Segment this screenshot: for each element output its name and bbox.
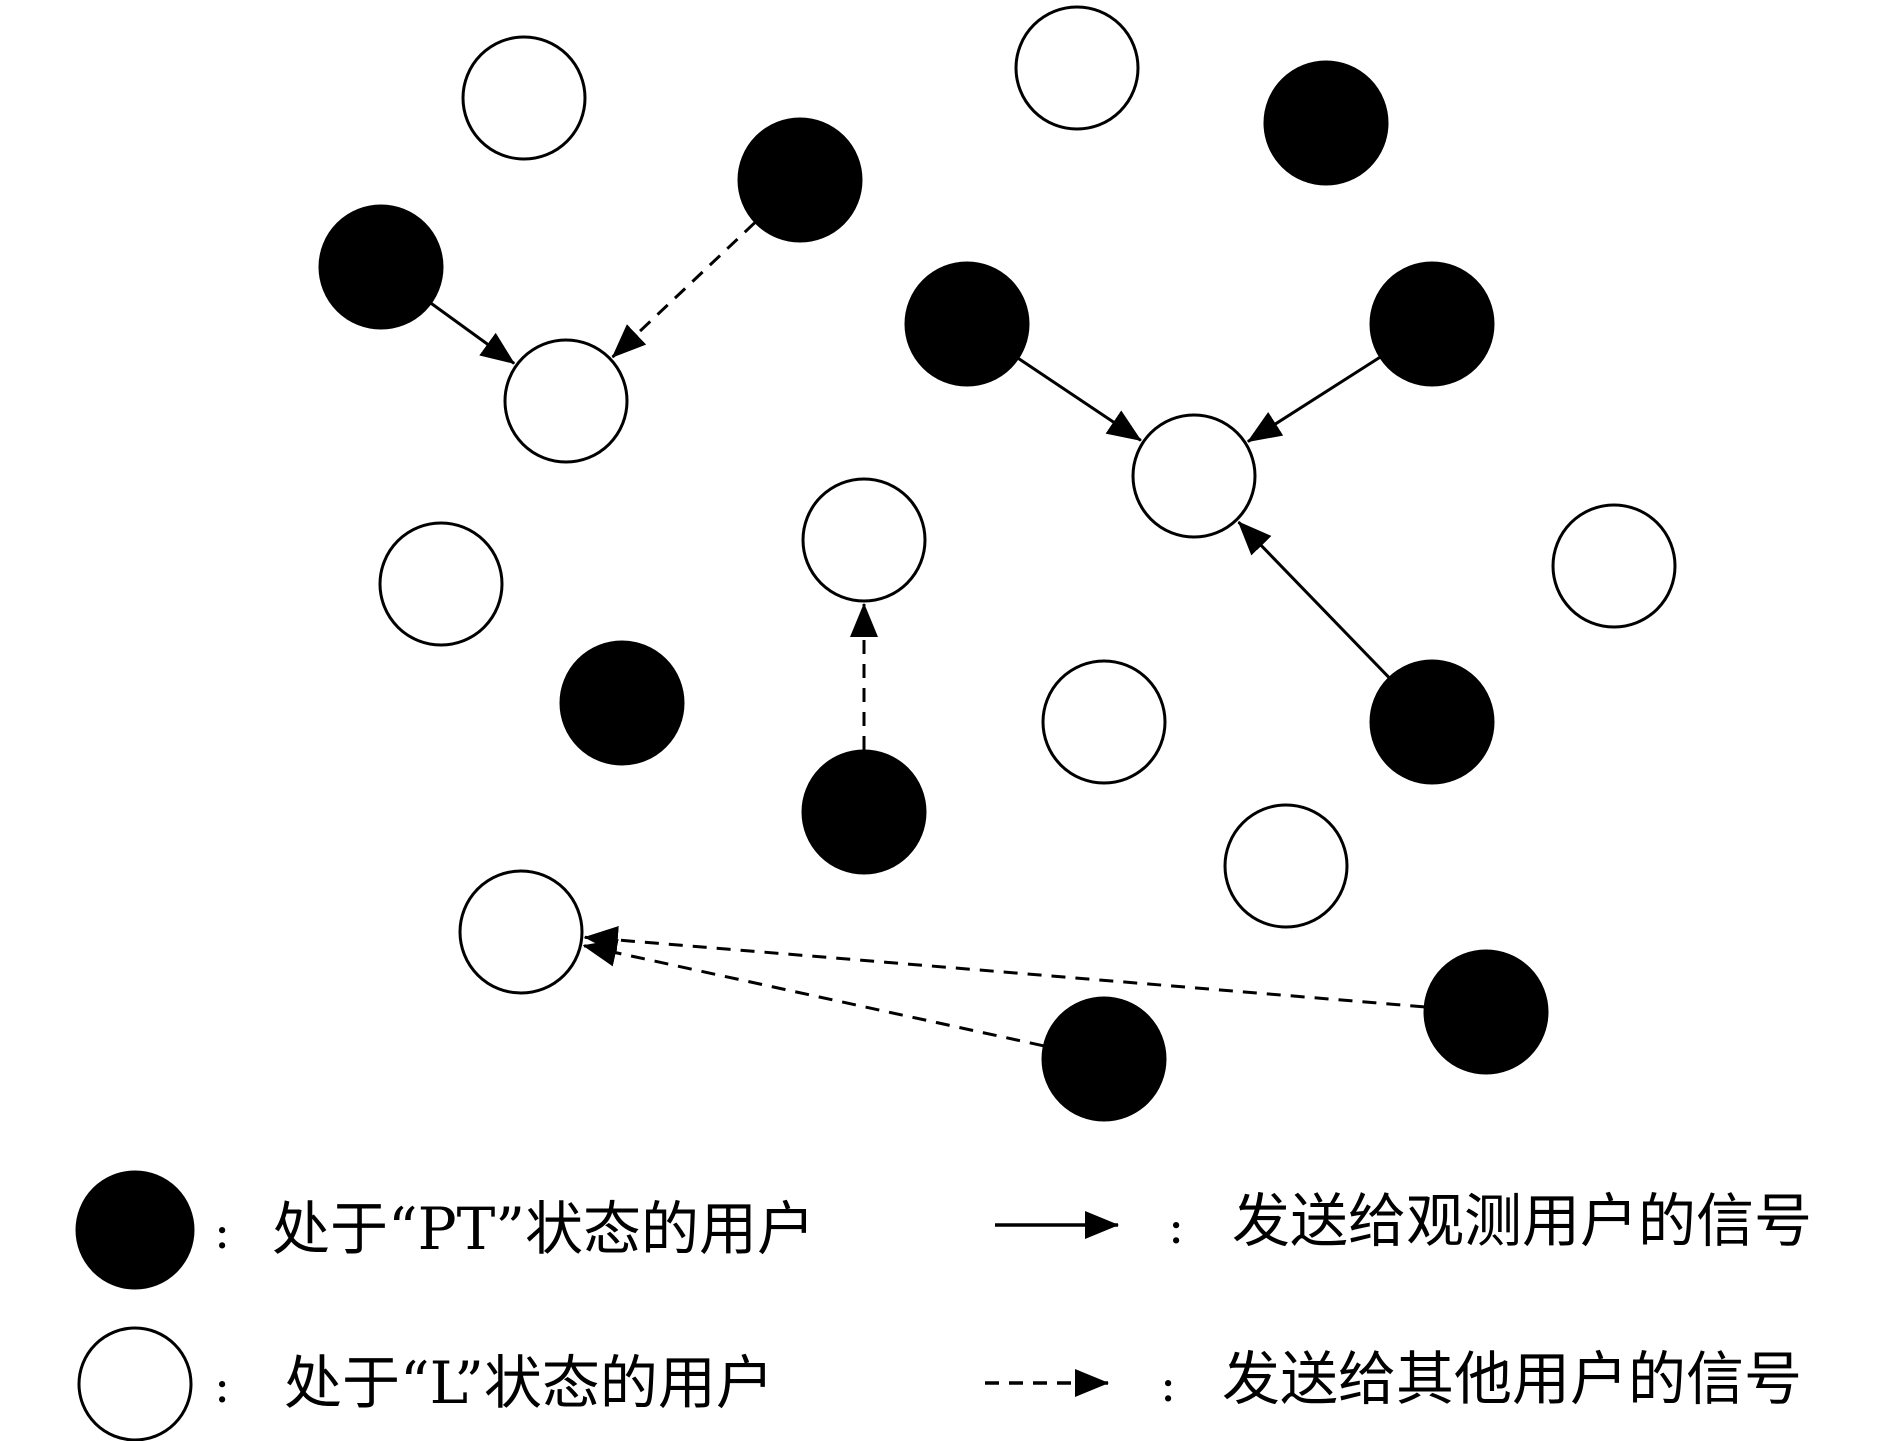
legend-dashed-colon: :	[1160, 1357, 1177, 1413]
signal-to-other-arrow	[582, 938, 1044, 1048]
l-user-node	[503, 338, 629, 464]
pt-user-node	[1263, 60, 1389, 186]
legend-solid-colon: :	[1168, 1199, 1185, 1255]
pt-user-node	[318, 204, 444, 330]
pt-user-node	[1369, 261, 1495, 387]
legend-to-observer-label: 发送给观测用户的信号	[1232, 1187, 1813, 1255]
pt-user-node	[1423, 949, 1549, 1075]
signal-to-observer-arrow	[1017, 357, 1142, 442]
l-user-node	[1551, 503, 1677, 629]
legend-l-user-icon	[77, 1326, 193, 1441]
l-user-node	[1131, 413, 1257, 539]
pt-user-node	[1041, 996, 1167, 1122]
legend-pt-user-label: 处于“PT”状态的用户	[272, 1195, 816, 1263]
signal-to-observer-arrow	[1247, 356, 1381, 443]
legend-to-other-label: 发送给其他用户的信号	[1222, 1345, 1803, 1413]
legend-pt-colon: :	[214, 1204, 231, 1260]
pt-user-node	[1369, 659, 1495, 785]
l-user-node	[378, 521, 504, 647]
legend-pt-user-icon	[75, 1170, 195, 1290]
signal-edges	[430, 221, 1425, 1048]
pt-user-node	[559, 640, 685, 766]
l-user-node	[1223, 803, 1349, 929]
signal-to-observer-arrow	[1237, 520, 1390, 679]
legend-l-user-label: 处于“L”状态的用户	[284, 1349, 774, 1417]
signal-to-other-arrow	[583, 926, 1425, 1009]
l-user-node	[458, 869, 584, 995]
legend	[75, 1170, 1119, 1441]
signal-to-other-arrow	[611, 221, 756, 359]
l-user-node	[461, 35, 587, 161]
legend-l-colon: :	[214, 1358, 231, 1414]
l-user-node	[1014, 5, 1140, 131]
signal-to-observer-arrow	[430, 302, 516, 365]
user-nodes	[318, 5, 1677, 1122]
pt-user-node	[904, 261, 1030, 387]
pt-user-node	[737, 117, 863, 243]
pt-user-node	[801, 749, 927, 875]
l-user-node	[801, 477, 927, 603]
l-user-node	[1041, 659, 1167, 785]
